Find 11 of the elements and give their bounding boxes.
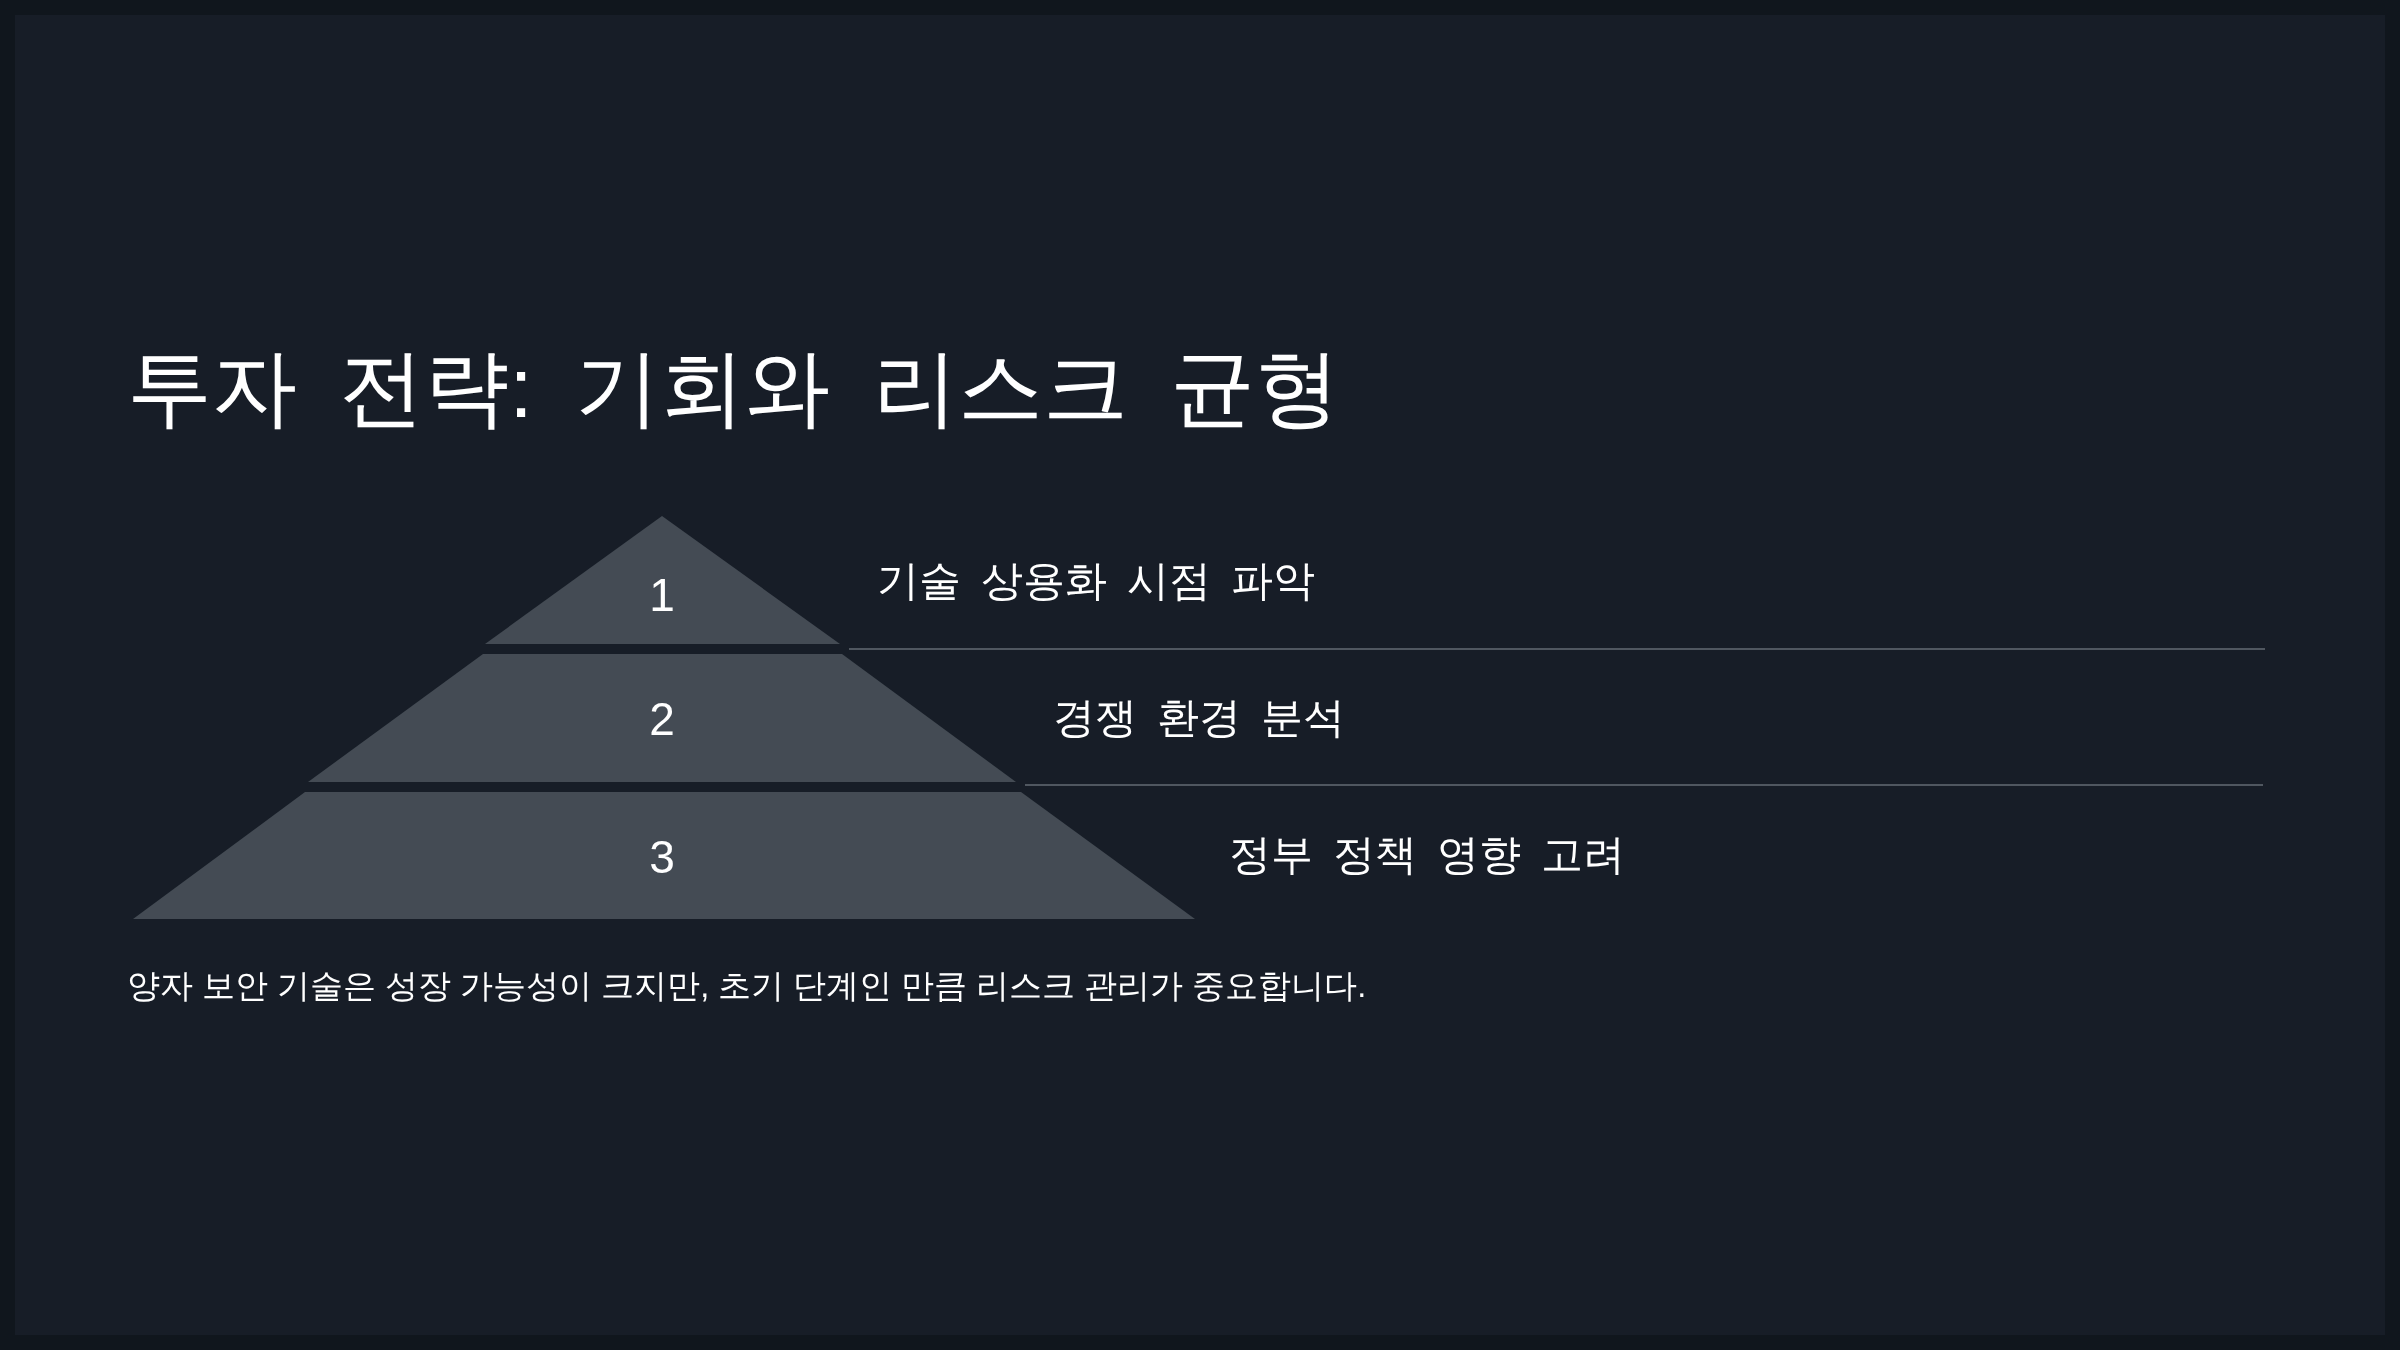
pyramid-triangle	[485, 516, 840, 644]
caption-text: 양자 보안 기술은 성장 가능성이 크지만, 초기 단계인 만큼 리스크 관리가 중요합니다.	[127, 967, 1367, 1006]
tier-label: 기술 상용화 시점 파악	[877, 556, 1316, 606]
slide-title: 투자 전략: 기회와 리스크 균형	[127, 339, 1340, 437]
tier-label: 정부 정책 영향 고려	[1229, 830, 1626, 880]
tier-number: 1	[649, 568, 675, 622]
tier-number: 3	[649, 830, 675, 884]
tier-number: 2	[649, 692, 675, 746]
tier-label: 경쟁 환경 분석	[1053, 693, 1346, 743]
pyramid-tier	[133, 792, 1195, 919]
pyramid-tier	[308, 654, 1016, 782]
